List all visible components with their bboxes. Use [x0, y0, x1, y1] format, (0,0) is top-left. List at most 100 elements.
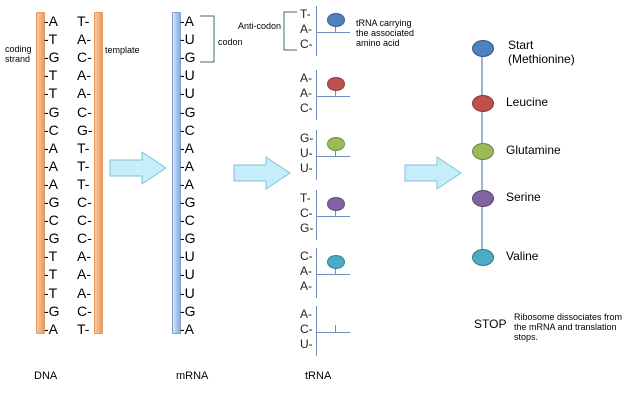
dna-coding-base: -A — [44, 13, 58, 29]
anticodon-base: A- — [300, 264, 312, 278]
stop-note: Ribosome dissociates from the mRNA and t… — [514, 312, 623, 342]
dna-coding-base: -A — [44, 157, 58, 174]
mrna-base: -U — [180, 85, 195, 102]
amino-acid-icon — [327, 255, 345, 269]
arrow-icon — [404, 156, 462, 190]
mrna-base: -A — [180, 157, 194, 174]
amino-acid-icon — [327, 13, 345, 27]
amino-attachment — [335, 209, 336, 216]
mrna-base: -A — [180, 139, 194, 156]
mrna-strand — [172, 12, 181, 334]
amino-acid-node — [472, 249, 494, 266]
mrna-base: -G — [180, 302, 196, 319]
anticodon-base: C- — [300, 206, 313, 220]
amino-attachment — [335, 267, 336, 274]
mrna-base: -G — [180, 194, 196, 210]
mrna-base: -A — [180, 175, 194, 192]
dna-template-base: G- — [77, 121, 93, 138]
anticodon-base: A- — [300, 71, 312, 85]
mrna-base: -U — [180, 266, 195, 283]
anticodon-base: C- — [300, 37, 313, 51]
dna-template-base: T- — [77, 139, 90, 156]
dna-coding-base: -T — [44, 284, 58, 301]
dna-coding-strand — [36, 12, 45, 334]
stop-label: STOP — [474, 317, 507, 331]
amino-attachment — [335, 25, 336, 32]
dna-template-base: C- — [77, 230, 92, 247]
amino-acid-node — [472, 190, 494, 207]
amino-acid-icon — [327, 137, 345, 151]
anticodon-base: U- — [300, 146, 313, 160]
dna-coding-base: -C — [44, 212, 59, 229]
dna-template-strand — [94, 12, 103, 334]
anticodon-base: A- — [300, 279, 312, 293]
dna-coding-base: -T — [44, 85, 58, 102]
amino-acid-node — [472, 95, 494, 112]
trna-stem — [316, 306, 317, 356]
dna-template-base: C- — [77, 49, 92, 66]
dna-coding-base: -G — [44, 49, 60, 66]
trna-arm — [316, 332, 350, 333]
dna-coding-base: -T — [44, 67, 58, 84]
template-label: template — [105, 45, 140, 55]
dna-template-base: C- — [77, 194, 92, 210]
amino-attachment — [335, 325, 336, 332]
dna-template-base: T- — [77, 13, 90, 29]
trna-stem — [316, 70, 317, 120]
amino-acid-label: Glutamine — [506, 143, 561, 157]
amino-attachment — [335, 89, 336, 96]
dna-template-base: A- — [77, 248, 91, 265]
dna-template-base: A- — [77, 31, 91, 48]
mrna-base: -U — [180, 284, 195, 301]
trna-note: tRNA carrying the associated amino acid — [356, 18, 415, 48]
dna-coding-base: -G — [44, 230, 60, 247]
amino-acid-label: Leucine — [506, 95, 549, 109]
dna-coding-base: -A — [44, 320, 58, 337]
dna-template-base: A- — [77, 85, 91, 102]
dna-coding-base: -T — [44, 248, 58, 265]
mrna-base: -U — [180, 31, 195, 48]
mrna-base: -A — [180, 320, 194, 337]
mrna-label: mRNA — [176, 370, 209, 382]
anticodon-base: A- — [300, 307, 312, 321]
amino-acid-label: Serine — [506, 190, 541, 204]
anticodon-base: C- — [300, 322, 313, 336]
anticodon-base: C- — [300, 101, 313, 115]
amino-acid-node — [472, 40, 494, 57]
mrna-base: -G — [180, 230, 196, 247]
anticodon-base: A- — [300, 86, 312, 100]
trna-stem — [316, 6, 317, 56]
dna-template-base: T- — [77, 320, 90, 337]
trna-arm — [316, 216, 350, 217]
arrow-icon — [233, 156, 291, 190]
amino-acid-label: Valine — [506, 249, 539, 263]
trna-label: tRNA — [305, 370, 332, 382]
trna-arm — [316, 32, 350, 33]
anticodon-base: T- — [300, 7, 311, 21]
anticodon-base: T- — [300, 191, 311, 205]
dna-coding-base: -A — [44, 139, 58, 156]
dna-coding-base: -T — [44, 31, 58, 48]
amino-acid-label: Start (Methionine) — [508, 38, 575, 66]
dna-template-base: T- — [77, 175, 90, 192]
codon-bracket — [200, 15, 215, 63]
dna-coding-base: -G — [44, 103, 60, 120]
codon-label: codon — [218, 37, 243, 47]
trna-arm — [316, 274, 350, 275]
amino-attachment — [335, 149, 336, 156]
dna-template-base: T- — [77, 157, 90, 174]
dna-template-base: C- — [77, 212, 92, 229]
mrna-base: -C — [180, 212, 195, 229]
anticodon-base: A- — [300, 22, 312, 36]
amino-acid-icon — [327, 197, 345, 211]
anticodon-base: G- — [300, 131, 314, 145]
trna-arm — [316, 156, 350, 157]
amino-acid-node — [472, 143, 494, 160]
amino-acid-icon — [327, 77, 345, 91]
dna-template-base: A- — [77, 67, 91, 84]
trna-stem — [316, 190, 317, 240]
mrna-base: -A — [180, 13, 194, 29]
arrow-icon — [109, 151, 167, 185]
dna-coding-base: -G — [44, 302, 60, 319]
coding-strand-label: coding strand — [5, 44, 32, 64]
